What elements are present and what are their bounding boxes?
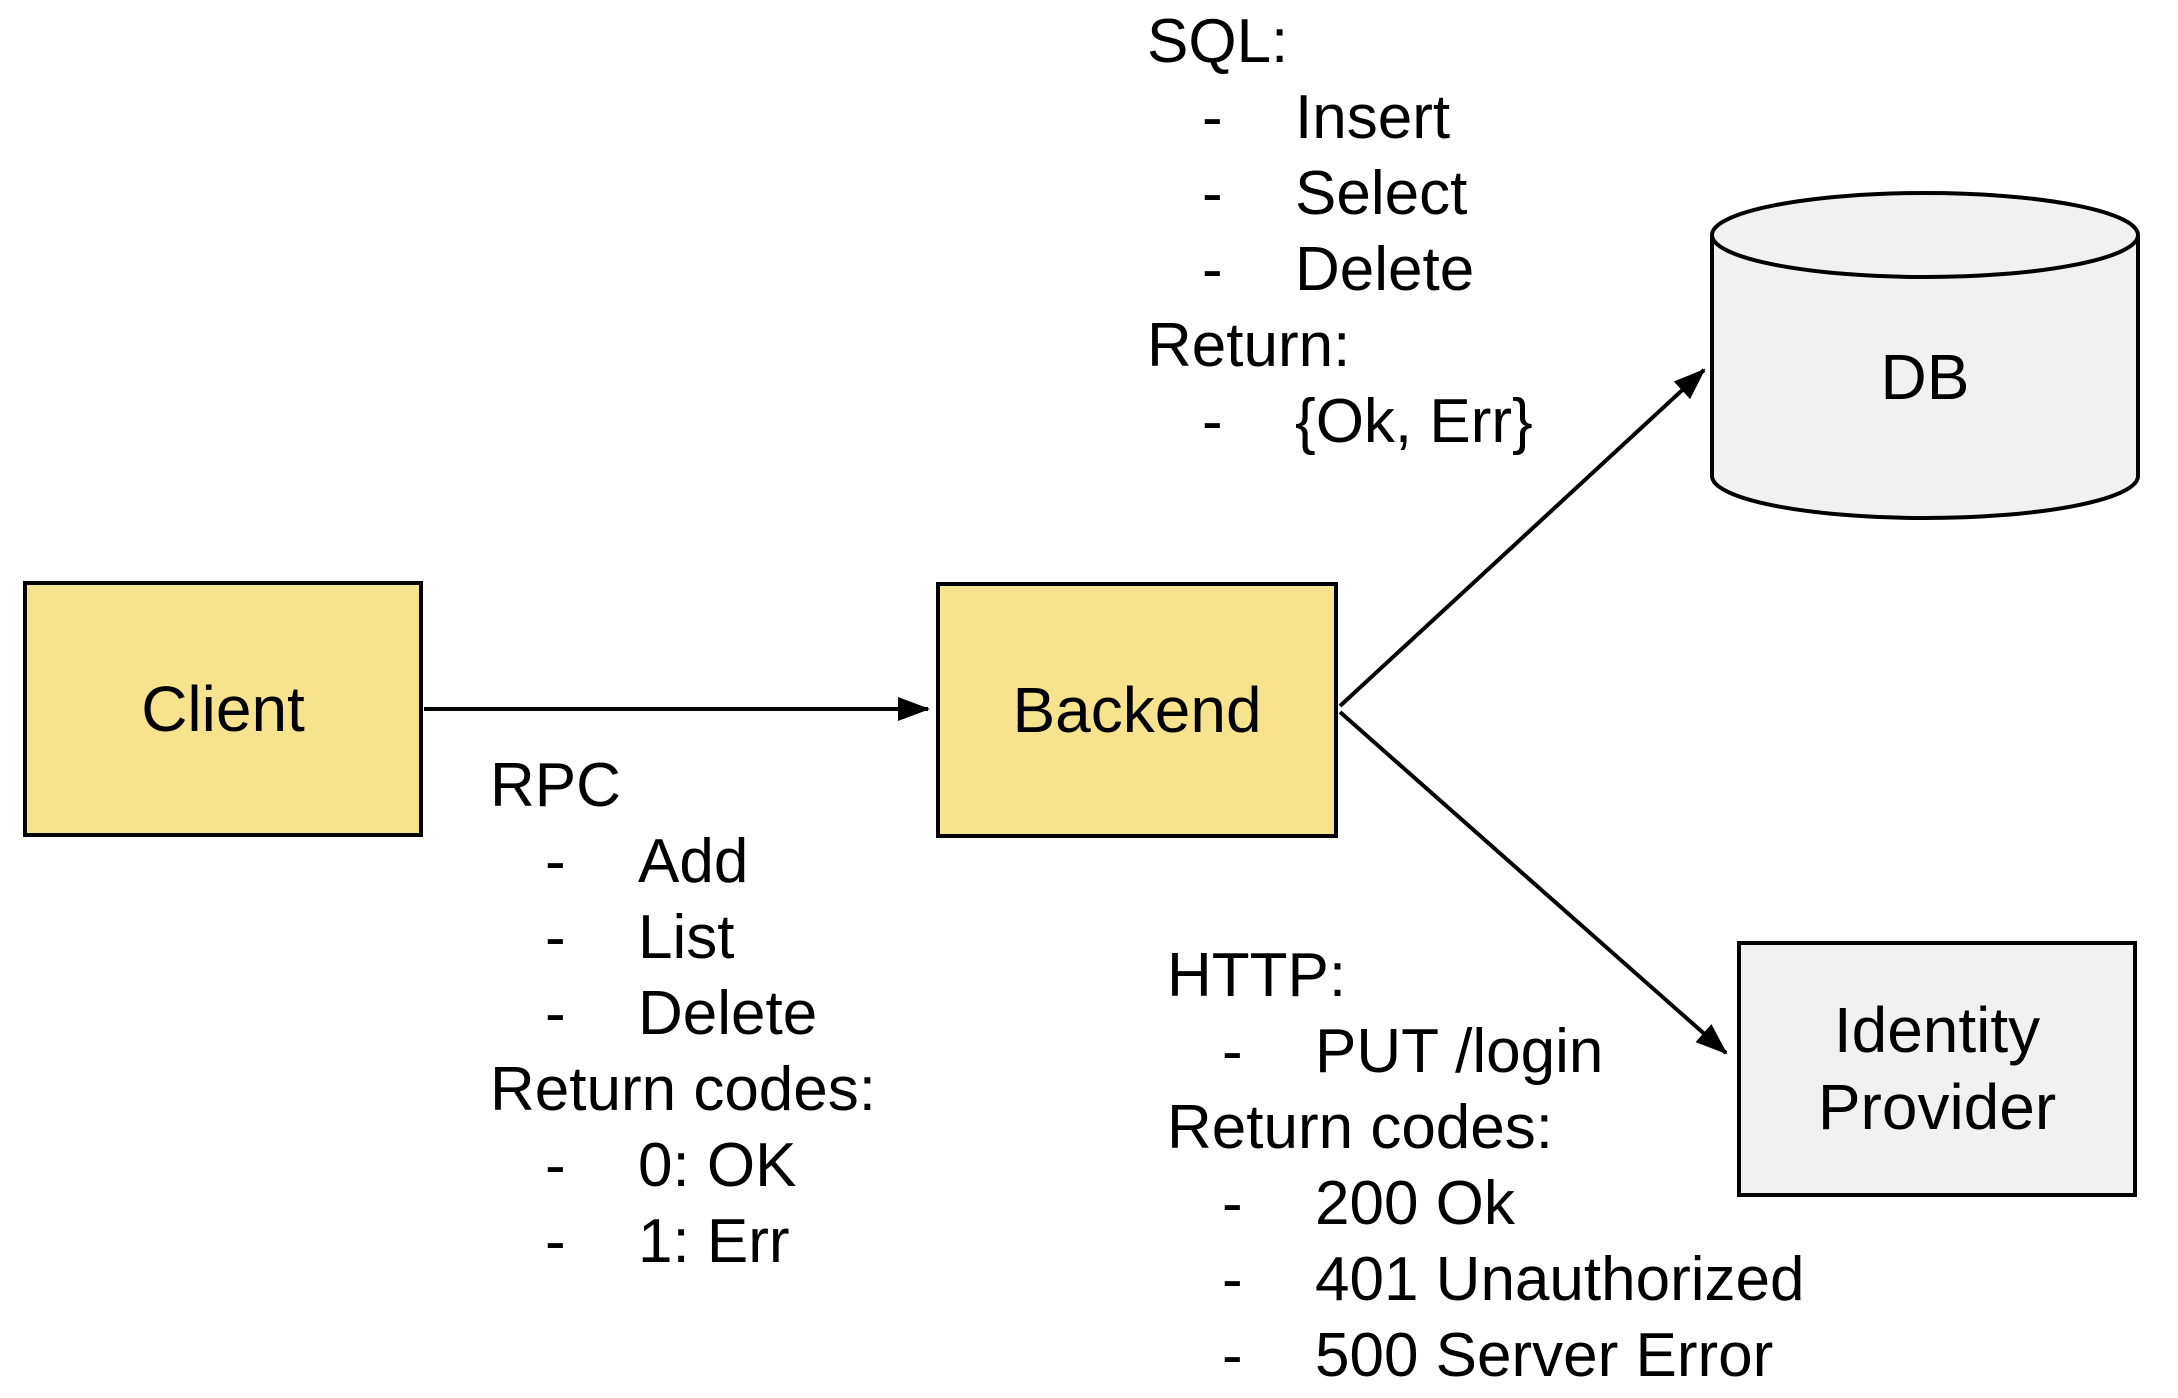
- annotation-list-item: - 500 Server Error: [1167, 1318, 1804, 1394]
- bullet-dash: -: [545, 979, 566, 1048]
- db-cylinder: [1710, 191, 2140, 520]
- annotation-item-text: Delete: [638, 979, 818, 1048]
- node-db-label: DB: [1880, 341, 1970, 413]
- annotation-item-text: Select: [1295, 159, 1468, 228]
- annotation-item-text: 401 Unauthorized: [1315, 1245, 1805, 1314]
- annotation-http-items: - PUT /login: [1167, 1014, 1804, 1090]
- annotation-list-item: - Add: [490, 824, 876, 900]
- annotation-list-item: - List: [490, 900, 876, 976]
- node-identity-provider-label: Identity Provider: [1817, 994, 2057, 1143]
- annotation-item-text: List: [638, 903, 735, 972]
- annotation-list-item: - 200 Ok: [1167, 1166, 1804, 1242]
- annotation-http: HTTP: - PUT /login Return codes: - 200 O…: [1167, 938, 1804, 1394]
- annotation-list-item: - {Ok, Err}: [1147, 384, 1533, 460]
- bullet-dash: -: [1222, 1017, 1243, 1086]
- annotation-rpc-return-items: - 0: OK - 1: Err: [490, 1128, 876, 1280]
- node-client-label: Client: [141, 672, 305, 745]
- annotation-item-text: Delete: [1295, 235, 1475, 304]
- bullet-dash: -: [1202, 235, 1223, 304]
- bullet-dash: -: [545, 1207, 566, 1276]
- bullet-dash: -: [1222, 1169, 1243, 1238]
- bullet-dash: -: [1222, 1321, 1243, 1390]
- annotation-rpc: RPC - Add - List - Delete Return codes:: [490, 748, 876, 1280]
- annotation-item-text: 0: OK: [638, 1131, 797, 1200]
- node-backend-label: Backend: [1012, 673, 1262, 746]
- db-cylinder-body: [1710, 235, 2140, 520]
- bullet-dash: -: [1202, 159, 1223, 228]
- annotation-item-text: 1: Err: [638, 1207, 790, 1276]
- annotation-http-title: HTTP:: [1167, 941, 1347, 1010]
- annotation-sql-title: SQL:: [1147, 7, 1289, 76]
- annotation-list-item: - PUT /login: [1167, 1014, 1804, 1090]
- annotation-item-text: {Ok, Err}: [1295, 387, 1533, 456]
- annotation-sql-return-items: - {Ok, Err}: [1147, 384, 1533, 460]
- bullet-dash: -: [1202, 387, 1223, 456]
- bullet-dash: -: [545, 1131, 566, 1200]
- annotation-list-item: - 401 Unauthorized: [1167, 1242, 1804, 1318]
- node-backend: Backend: [936, 582, 1338, 838]
- annotation-http-return-title: Return codes:: [1167, 1093, 1553, 1162]
- arrow-backend-to-db: [1338, 368, 1706, 708]
- annotation-list-item: - 1: Err: [490, 1204, 876, 1280]
- annotation-sql-items: - Insert - Select - Delete: [1147, 80, 1533, 308]
- node-client: Client: [23, 581, 423, 837]
- annotation-list-item: - Insert: [1147, 80, 1533, 156]
- node-identity-provider: Identity Provider: [1737, 941, 2137, 1197]
- annotation-http-return-items: - 200 Ok - 401 Unauthorized - 500 Server…: [1167, 1166, 1804, 1394]
- annotation-list-item: - Delete: [1147, 232, 1533, 308]
- annotation-rpc-return-title: Return codes:: [490, 1055, 876, 1124]
- bullet-dash: -: [545, 827, 566, 896]
- annotation-rpc-title: RPC: [490, 751, 621, 820]
- bullet-dash: -: [545, 903, 566, 972]
- annotation-sql: SQL: - Insert - Select - Delete Return:: [1147, 4, 1533, 460]
- annotation-list-item: - Delete: [490, 976, 876, 1052]
- annotation-item-text: 500 Server Error: [1315, 1321, 1774, 1390]
- bullet-dash: -: [1222, 1245, 1243, 1314]
- annotation-list-item: - 0: OK: [490, 1128, 876, 1204]
- arrow-backend-to-identity-provider: [1338, 710, 1728, 1055]
- annotation-sql-return-title: Return:: [1147, 311, 1351, 380]
- annotation-item-text: Insert: [1295, 83, 1451, 152]
- annotation-list-item: - Select: [1147, 156, 1533, 232]
- annotation-rpc-items: - Add - List - Delete: [490, 824, 876, 1052]
- bullet-dash: -: [1202, 83, 1223, 152]
- db-cylinder-top: [1710, 191, 2140, 279]
- annotation-item-text: Add: [638, 827, 749, 896]
- annotation-item-text: PUT /login: [1315, 1017, 1604, 1086]
- annotation-item-text: 200 Ok: [1315, 1169, 1515, 1238]
